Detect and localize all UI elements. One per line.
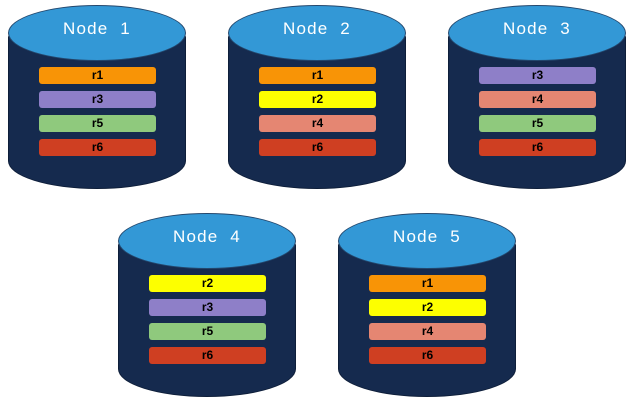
replica-bar[interactable]: r3 — [479, 67, 596, 84]
database-node-cylinder[interactable]: Node 4 r2 r3 r5 r6 — [118, 213, 296, 403]
replica-bar[interactable]: r6 — [259, 139, 376, 156]
replica-bar[interactable]: r1 — [369, 275, 486, 292]
replica-bar[interactable]: r5 — [39, 115, 156, 132]
replica-bar[interactable]: r5 — [479, 115, 596, 132]
replica-bar[interactable]: r4 — [259, 115, 376, 132]
cylinder-top-ellipse — [448, 5, 626, 61]
replica-bar[interactable]: r6 — [149, 347, 266, 364]
replica-list: r1 r3 r5 r6 — [39, 67, 156, 156]
replica-bar[interactable]: r1 — [39, 67, 156, 84]
replica-bar[interactable]: r5 — [149, 323, 266, 340]
replica-bar[interactable]: r4 — [479, 91, 596, 108]
database-node-cylinder[interactable]: Node 2 r1 r2 r4 r6 — [228, 5, 406, 195]
database-node-cylinder[interactable]: Node 5 r1 r2 r4 r6 — [338, 213, 516, 403]
replica-bar[interactable]: r3 — [149, 299, 266, 316]
replica-list: r1 r2 r4 r6 — [369, 275, 486, 364]
replica-bar[interactable]: r2 — [259, 91, 376, 108]
cylinder-top-ellipse — [118, 213, 296, 269]
node-label: Node 4 — [173, 227, 241, 246]
node-label: Node 1 — [63, 19, 131, 38]
replica-bar[interactable]: r6 — [479, 139, 596, 156]
replica-bar[interactable]: r3 — [39, 91, 156, 108]
replica-list: r1 r2 r4 r6 — [259, 67, 376, 156]
node-label: Node 2 — [283, 19, 351, 38]
replica-list: r3 r4 r5 r6 — [479, 67, 596, 156]
database-node-cylinder[interactable]: Node 1 r1 r3 r5 r6 — [8, 5, 186, 195]
replica-bar[interactable]: r4 — [369, 323, 486, 340]
replica-bar[interactable]: r1 — [259, 67, 376, 84]
replica-list: r2 r3 r5 r6 — [149, 275, 266, 364]
cylinder-top-ellipse — [338, 213, 516, 269]
replica-bar[interactable]: r2 — [369, 299, 486, 316]
replica-bar[interactable]: r2 — [149, 275, 266, 292]
cylinder-top-ellipse — [8, 5, 186, 61]
database-node-cylinder[interactable]: Node 3 r3 r4 r5 r6 — [448, 5, 626, 195]
cylinder-top-ellipse — [228, 5, 406, 61]
replica-bar[interactable]: r6 — [39, 139, 156, 156]
node-label: Node 5 — [393, 227, 461, 246]
node-label: Node 3 — [503, 19, 571, 38]
replica-bar[interactable]: r6 — [369, 347, 486, 364]
